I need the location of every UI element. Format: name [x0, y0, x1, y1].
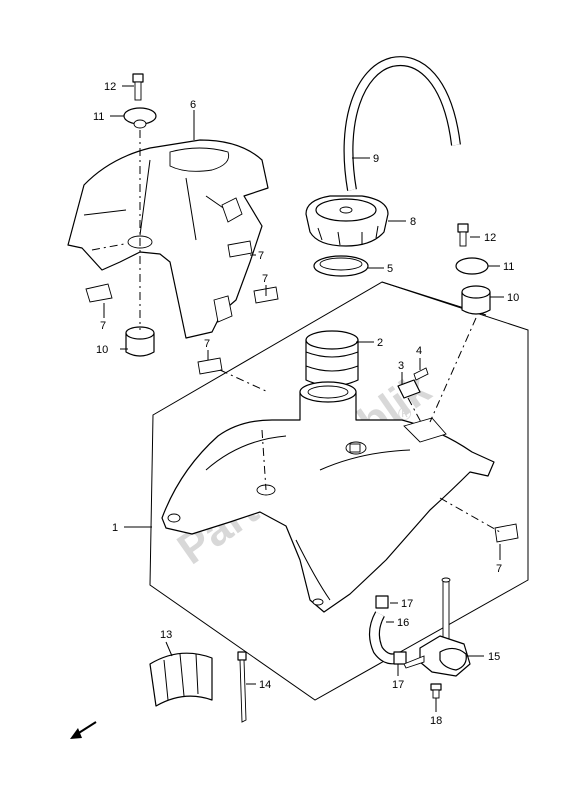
callout-7: 7: [100, 320, 106, 332]
clip: [375, 595, 389, 609]
callout-12: 12: [484, 232, 496, 244]
bolt: [457, 223, 469, 247]
cushion: [125, 326, 155, 357]
clamp-tie: [237, 651, 247, 723]
clip: [393, 651, 407, 665]
filler-neck-seal: [305, 330, 359, 387]
fuel-tank: [161, 381, 495, 613]
watermark-mark: ®: [398, 404, 411, 424]
assembly-line: [439, 497, 501, 533]
washer: [455, 257, 489, 275]
callout-9: 9: [373, 153, 379, 165]
callout-13: 13: [160, 629, 172, 641]
callout-11: 11: [503, 261, 514, 273]
callout-2: 2: [377, 337, 383, 349]
cushion-pad: [227, 240, 253, 258]
assembly-line: [261, 429, 267, 491]
front-direction-arrow-icon: [70, 721, 97, 739]
callout-16: 16: [397, 617, 409, 629]
assembly-line: [219, 369, 269, 393]
fuel-valve: [403, 577, 471, 677]
callout-7: 7: [258, 250, 264, 262]
callout-4: 4: [416, 345, 422, 357]
fuel-cap: [305, 195, 389, 247]
callout-18: 18: [430, 715, 442, 727]
callout-5: 5: [387, 263, 393, 275]
bolt: [413, 367, 429, 381]
callout-12: 12: [104, 81, 116, 93]
assembly-line: [429, 317, 477, 423]
callout-7: 7: [496, 563, 502, 575]
washer-boss: [133, 119, 147, 129]
tank-cover: [67, 139, 269, 339]
callout-11: 11: [93, 111, 104, 123]
bolt: [132, 73, 144, 101]
callout-7: 7: [204, 338, 210, 350]
cushion-pad: [494, 523, 519, 543]
callout-17: 17: [392, 679, 404, 691]
cap-gasket: [313, 255, 369, 277]
callout-8: 8: [410, 216, 416, 228]
breather-hose-inner: [344, 57, 460, 191]
callout-15: 15: [488, 651, 500, 663]
callout-14: 14: [259, 679, 271, 691]
protector: [149, 652, 213, 707]
callout-7: 7: [262, 273, 268, 285]
bracket-plate: [397, 379, 421, 399]
cushion: [461, 285, 491, 315]
assembly-line: [407, 397, 423, 425]
callout-17: 17: [401, 598, 413, 610]
callout-10: 10: [96, 344, 108, 356]
screw: [430, 683, 442, 699]
callout-1: 1: [112, 522, 118, 534]
callout-10: 10: [507, 292, 519, 304]
callout-6: 6: [190, 99, 196, 111]
cushion-pad: [197, 357, 223, 375]
assembly-line: [91, 243, 125, 251]
cushion-pad: [85, 283, 113, 303]
callout-3: 3: [398, 360, 404, 372]
